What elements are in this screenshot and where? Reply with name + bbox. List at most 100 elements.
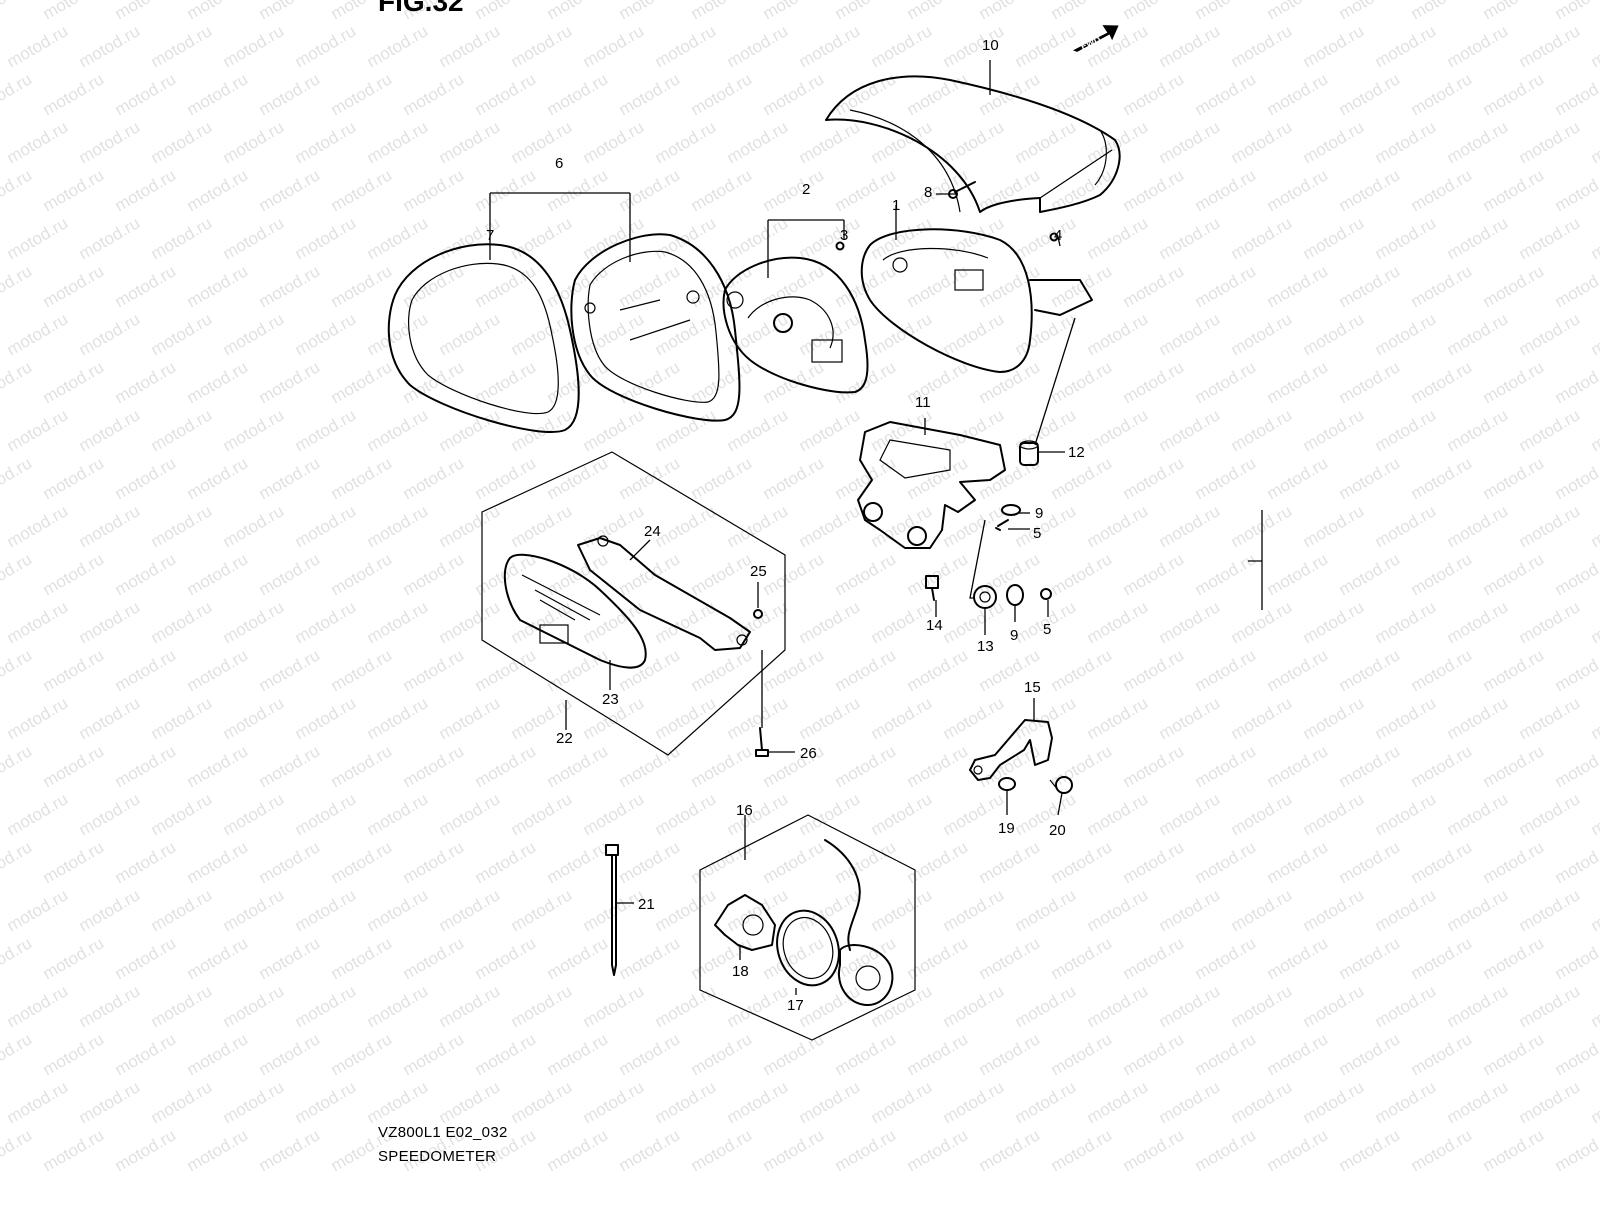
- watermark-text: motod.ru: [328, 261, 396, 311]
- watermark-text: motod.ru: [1264, 165, 1332, 215]
- watermark-text: motod.ru: [1264, 69, 1332, 119]
- watermark-text: motod.ru: [1588, 309, 1600, 359]
- watermark-text: motod.ru: [760, 741, 828, 791]
- watermark-text: motod.ru: [400, 837, 468, 887]
- watermark-text: motod.ru: [1120, 261, 1188, 311]
- watermark-text: motod.ru: [688, 1029, 756, 1079]
- watermark-text: motod.ru: [688, 0, 756, 23]
- callout-1: 1: [892, 197, 900, 214]
- callout-23: 23: [602, 691, 619, 708]
- watermark-text: motod.ru: [292, 21, 360, 71]
- watermark-text: motod.ru: [1228, 213, 1296, 263]
- watermark-text: motod.ru: [1192, 1125, 1260, 1175]
- watermark-text: motod.ru: [1264, 453, 1332, 503]
- watermark-text: motod.ru: [1228, 21, 1296, 71]
- watermark-text: motod.ru: [1408, 549, 1476, 599]
- watermark-text: motod.ru: [1588, 597, 1600, 647]
- watermark-text: motod.ru: [472, 165, 540, 215]
- watermark-text: motod.ru: [1012, 21, 1080, 71]
- watermark-text: motod.ru: [1012, 1077, 1080, 1127]
- watermark-text: motod.ru: [1444, 213, 1512, 263]
- watermark-text: motod.ru: [832, 165, 900, 215]
- watermark-text: motod.ru: [328, 1029, 396, 1079]
- watermark-text: motod.ru: [400, 1029, 468, 1079]
- watermark-text: motod.ru: [0, 165, 35, 215]
- watermark-text: motod.ru: [1156, 213, 1224, 263]
- watermark-text: motod.ru: [796, 213, 864, 263]
- watermark-text: motod.ru: [760, 549, 828, 599]
- watermark-text: motod.ru: [0, 549, 35, 599]
- watermark-text: motod.ru: [40, 261, 108, 311]
- callout-2: 2: [802, 181, 810, 198]
- watermark-text: motod.ru: [220, 597, 288, 647]
- watermark-text: motod.ru: [1552, 453, 1600, 503]
- watermark-text: motod.ru: [1372, 693, 1440, 743]
- watermark-text: motod.ru: [220, 1077, 288, 1127]
- watermark-text: motod.ru: [1552, 357, 1600, 407]
- watermark-text: motod.ru: [112, 837, 180, 887]
- watermark-text: motod.ru: [1480, 453, 1548, 503]
- watermark-text: motod.ru: [292, 693, 360, 743]
- watermark-text: motod.ru: [976, 0, 1044, 23]
- watermark-text: motod.ru: [1516, 885, 1584, 935]
- callout-16: 16: [736, 802, 753, 819]
- watermark-text: motod.ru: [940, 405, 1008, 455]
- watermark-text: motod.ru: [76, 1077, 144, 1127]
- watermark-text: motod.ru: [904, 357, 972, 407]
- watermark-text: motod.ru: [76, 21, 144, 71]
- watermark-text: motod.ru: [1444, 309, 1512, 359]
- watermark-text: motod.ru: [1552, 0, 1600, 23]
- watermark-text: motod.ru: [1588, 693, 1600, 743]
- watermark-text: motod.ru: [580, 981, 648, 1031]
- watermark-text: motod.ru: [1156, 981, 1224, 1031]
- watermark-text: motod.ru: [1408, 741, 1476, 791]
- watermark-text: motod.ru: [544, 1125, 612, 1175]
- watermark-text: motod.ru: [1120, 165, 1188, 215]
- watermark-text: motod.ru: [112, 453, 180, 503]
- watermark-text: motod.ru: [1516, 693, 1584, 743]
- watermark-text: motod.ru: [1480, 69, 1548, 119]
- watermark-text: motod.ru: [976, 741, 1044, 791]
- watermark-text: motod.ru: [760, 837, 828, 887]
- watermark-text: motod.ru: [940, 117, 1008, 167]
- watermark-text: motod.ru: [76, 405, 144, 455]
- watermark-text: motod.ru: [1264, 837, 1332, 887]
- watermark-text: motod.ru: [868, 885, 936, 935]
- watermark-text: motod.ru: [724, 693, 792, 743]
- watermark-text: motod.ru: [1120, 933, 1188, 983]
- watermark-text: motod.ru: [112, 69, 180, 119]
- watermark-text: motod.ru: [868, 693, 936, 743]
- callout-10: 10: [982, 37, 999, 54]
- watermark-text: motod.ru: [1444, 1077, 1512, 1127]
- watermark-text: motod.ru: [1048, 645, 1116, 695]
- watermark-text: motod.ru: [148, 213, 216, 263]
- watermark-text: motod.ru: [1084, 693, 1152, 743]
- watermark-text: motod.ru: [364, 885, 432, 935]
- watermark-text: motod.ru: [1300, 309, 1368, 359]
- watermark-text: motod.ru: [976, 261, 1044, 311]
- callout-14: 14: [926, 617, 943, 634]
- watermark-text: motod.ru: [580, 789, 648, 839]
- watermark-text: motod.ru: [1264, 261, 1332, 311]
- watermark-text: motod.ru: [1444, 501, 1512, 551]
- watermark-text: motod.ru: [76, 693, 144, 743]
- watermark-text: motod.ru: [1048, 1029, 1116, 1079]
- watermark-text: motod.ru: [1372, 597, 1440, 647]
- watermark-text: motod.ru: [1228, 117, 1296, 167]
- watermark-text: motod.ru: [1120, 645, 1188, 695]
- watermark-text: motod.ru: [256, 357, 324, 407]
- watermark-text: motod.ru: [1480, 549, 1548, 599]
- watermark-text: motod.ru: [472, 933, 540, 983]
- watermark-text: motod.ru: [292, 405, 360, 455]
- watermark-text: motod.ru: [1480, 645, 1548, 695]
- watermark-text: motod.ru: [1480, 837, 1548, 887]
- watermark-text: motod.ru: [1012, 501, 1080, 551]
- watermark-text: motod.ru: [1552, 741, 1600, 791]
- watermark-text: motod.ru: [508, 1077, 576, 1127]
- watermark-text: motod.ru: [940, 1077, 1008, 1127]
- watermark-text: motod.ru: [544, 837, 612, 887]
- watermark-text: motod.ru: [220, 309, 288, 359]
- watermark-text: motod.ru: [220, 885, 288, 935]
- callout-7: 7: [486, 227, 494, 244]
- watermark-text: motod.ru: [616, 0, 684, 23]
